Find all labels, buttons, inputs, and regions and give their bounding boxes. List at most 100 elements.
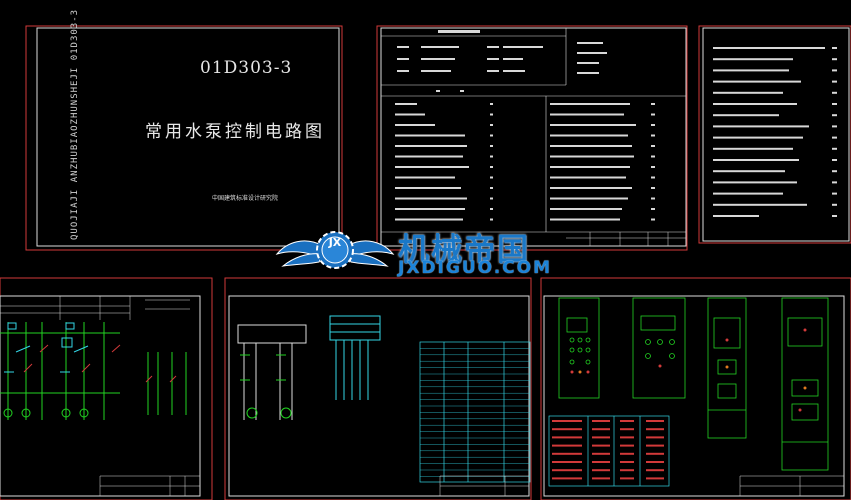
contents-entry <box>395 155 463 158</box>
contents-page-no <box>651 208 655 210</box>
legend-entry <box>592 452 610 455</box>
control-panel-2 <box>632 297 686 399</box>
contents-page-no <box>651 187 655 189</box>
contents-sheet-border <box>380 27 687 247</box>
legend-entry <box>620 428 634 431</box>
contents-entry <box>550 134 628 137</box>
legend-entry <box>620 436 634 439</box>
circuit-1-header <box>0 296 190 320</box>
list-entry <box>713 114 779 117</box>
contents-entry <box>395 113 425 116</box>
legend-entry <box>646 469 664 472</box>
legend-entry <box>552 477 582 480</box>
contents-page-no <box>651 176 655 179</box>
contents-entry <box>395 124 435 126</box>
legend-entry <box>646 428 664 431</box>
panel-legend-table <box>548 415 670 487</box>
contents-entry <box>550 155 634 158</box>
list-entry <box>713 203 807 206</box>
contents-entry <box>550 176 626 179</box>
list-entry <box>713 170 785 173</box>
legend-entry <box>620 420 634 422</box>
contents-page-no <box>490 124 493 126</box>
contents-entry <box>550 208 622 210</box>
contents-entry <box>550 218 620 221</box>
list-entry <box>713 136 803 139</box>
list-entry <box>713 69 789 72</box>
list-page-no <box>832 114 837 117</box>
circuit-1-devices <box>4 322 89 373</box>
list-page-no <box>832 136 837 139</box>
panel-sheet-border <box>543 295 845 497</box>
contents-page-no <box>651 155 655 158</box>
panel-sheet-title-block <box>739 475 844 496</box>
legend-entry <box>646 436 664 439</box>
list-entry <box>713 47 825 49</box>
legend-entry <box>646 477 664 480</box>
contents-entry <box>550 197 628 200</box>
legend-entry <box>592 436 610 439</box>
legend-entry <box>620 477 634 480</box>
contents-entry <box>395 103 417 105</box>
circuit-1-title-block <box>99 475 200 496</box>
circuit-sheet-2-border <box>228 295 530 497</box>
list-page-no <box>832 103 837 105</box>
circuit-1-wiring <box>0 322 187 420</box>
legend-entry <box>620 461 634 463</box>
contents-entry <box>395 134 465 137</box>
list-page-no <box>832 192 837 195</box>
contents-entry <box>550 103 630 105</box>
legend-entry <box>592 477 610 480</box>
list-entry <box>713 192 783 195</box>
circuit-2-motors <box>240 354 292 419</box>
watermark-url: JXDIGUO.COM <box>398 258 553 278</box>
list-entry <box>713 125 809 128</box>
legend-entry <box>552 436 582 439</box>
contents-entry <box>395 208 465 210</box>
contents-entry <box>550 187 632 189</box>
contents-page-no <box>490 187 493 189</box>
contents-page-no <box>651 103 655 105</box>
cover-sheet-border <box>36 27 340 247</box>
contents-page-no <box>490 113 493 116</box>
list-page-no <box>832 80 837 83</box>
legend-entry <box>552 452 582 455</box>
list-page-no <box>832 69 837 72</box>
legend-entry <box>592 420 610 422</box>
circuit-1-contacts <box>23 344 177 383</box>
circuit-sheet-1-frame <box>0 277 213 500</box>
legend-entry <box>552 461 582 463</box>
list-entry <box>713 215 759 217</box>
legend-entry <box>552 420 582 422</box>
contents-page-no <box>651 166 655 168</box>
contents-page-no <box>490 145 493 147</box>
panel-sheet-frame <box>540 277 851 500</box>
contents-header-block <box>381 28 686 233</box>
contents-header-text <box>397 30 607 92</box>
circuit-2-terminal-table <box>419 341 531 483</box>
circuit-2-bus <box>329 315 381 400</box>
list-entry <box>713 80 801 83</box>
contents-entry <box>550 113 624 116</box>
legend-entry <box>620 444 634 447</box>
panel-legend-rows <box>552 420 664 480</box>
contents-page-no <box>651 218 655 221</box>
circuit-sheet-1-border <box>0 295 201 497</box>
contents-page-no <box>651 124 655 126</box>
terminal-table-rows <box>420 348 530 477</box>
list-rows <box>713 47 837 217</box>
legend-entry <box>592 461 610 463</box>
list-sheet-frame <box>698 25 851 244</box>
contents-page-no <box>490 197 493 200</box>
list-entry <box>713 181 797 184</box>
contents-entry <box>395 176 455 179</box>
contents-page-no <box>490 155 493 158</box>
legend-entry <box>592 428 610 431</box>
contents-entry <box>395 145 467 147</box>
contents-rows <box>395 103 655 221</box>
contents-page-no <box>490 166 493 168</box>
contents-page-no <box>490 176 493 179</box>
contents-entry <box>550 124 636 126</box>
contents-page-no <box>490 208 493 210</box>
